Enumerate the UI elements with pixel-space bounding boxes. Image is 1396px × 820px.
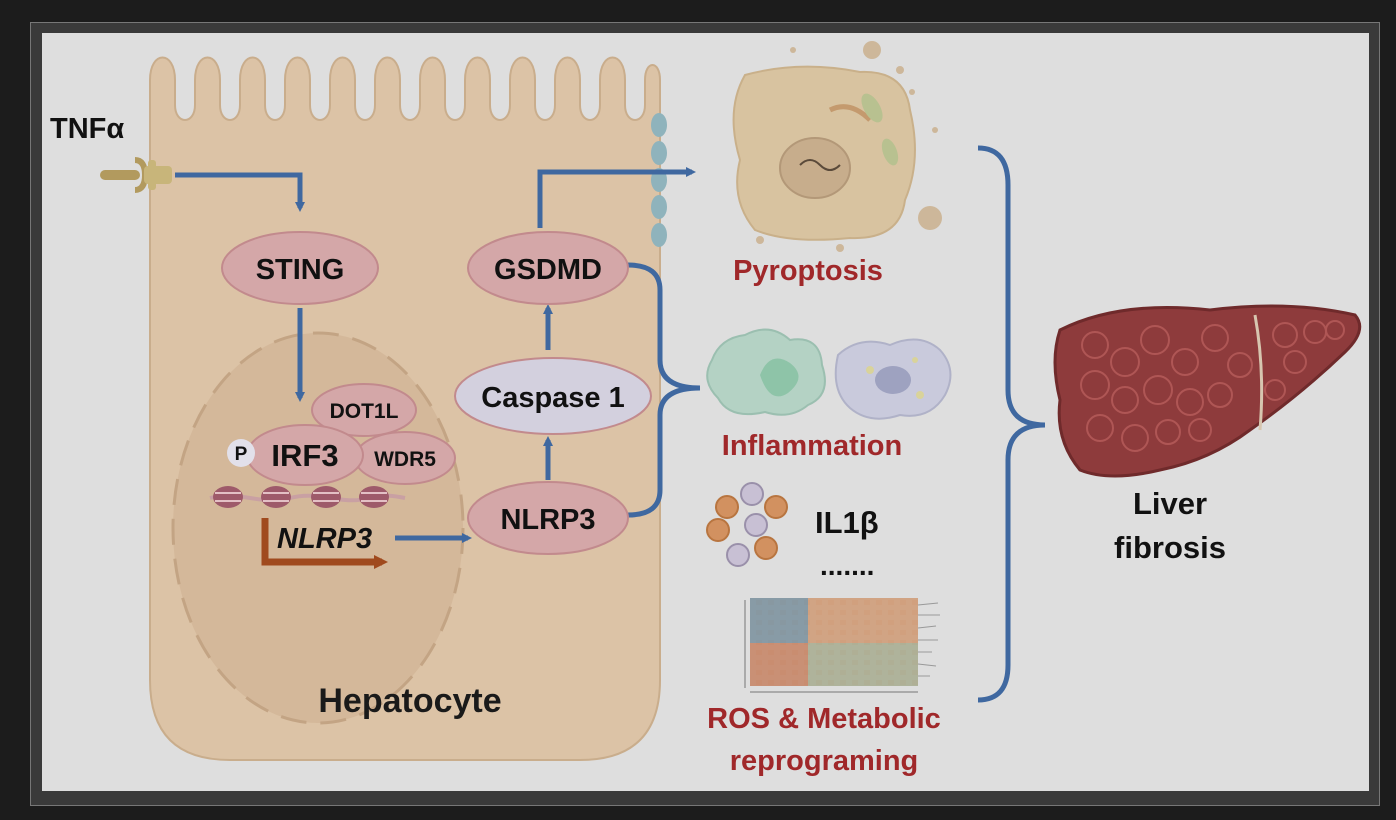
il1b-label: IL1β: [815, 505, 879, 540]
ros-label-line2: reprograming: [730, 745, 919, 777]
pathway-arrows: [175, 167, 696, 543]
pyroptotic-cell-icon: [732, 41, 942, 252]
transcription-arrow: [261, 518, 388, 569]
fibrosis-brace: [977, 145, 1046, 703]
liver-icon: [1053, 304, 1362, 478]
sting-label: STING: [256, 254, 345, 286]
phospho-label: P: [235, 444, 248, 465]
wdr5-node: WDR5: [354, 431, 456, 485]
sting-node: STING: [221, 231, 379, 305]
tnf-alpha-label: TNFα: [50, 113, 124, 145]
irf3-label: IRF3: [271, 438, 338, 473]
heatmap-icon: [744, 598, 940, 693]
inflammation-label: Inflammation: [722, 430, 902, 462]
hepatocyte-label: Hepatocyte: [318, 682, 501, 720]
immune-cells-icon: [706, 328, 952, 420]
pyroptosis-label: Pyroptosis: [733, 255, 883, 287]
liver-label-line2: fibrosis: [1114, 530, 1226, 565]
nlrp3-protein-label: NLRP3: [500, 504, 595, 536]
gsdmd-node: GSDMD: [467, 231, 629, 305]
wdr5-label: WDR5: [374, 448, 436, 471]
dot1l-label: DOT1L: [330, 400, 399, 423]
nlrp3-gene-label: NLRP3: [277, 523, 372, 555]
caspase1-node: Caspase 1: [454, 357, 652, 435]
liver-label-line1: Liver: [1133, 486, 1207, 521]
ellipsis-label: .......: [820, 550, 874, 581]
cytokine-dots-icon: [706, 482, 788, 567]
nlrp3-node: NLRP3: [467, 481, 629, 555]
membrane-pores: [651, 113, 667, 247]
dot1l-node: DOT1L: [311, 383, 417, 437]
gsdmd-label: GSDMD: [494, 254, 602, 286]
phospho-node: P: [227, 439, 255, 467]
tnf-receptor-icon: [100, 157, 172, 193]
caspase1-label: Caspase 1: [481, 382, 625, 414]
chromatin-icon: [209, 486, 406, 508]
irf3-node: IRF3: [246, 424, 364, 486]
ros-label-line1: ROS & Metabolic: [707, 703, 941, 735]
inflammation-brace: [627, 262, 701, 518]
